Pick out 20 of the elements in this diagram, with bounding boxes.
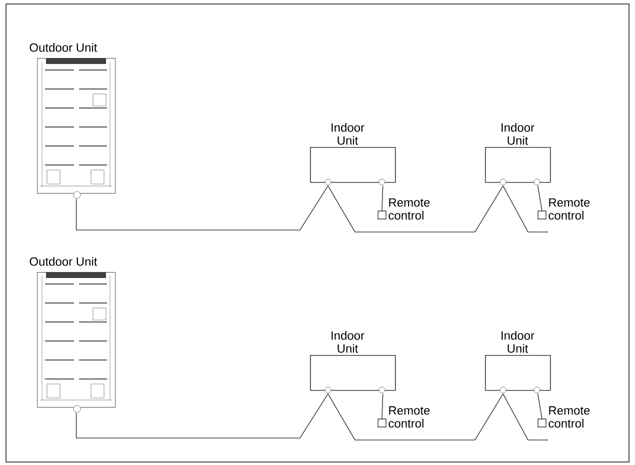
node-label: Outdoor Unit [30,42,98,52]
remote-control-label: Remote control [388,406,430,428]
remote-control-label: Remote control [548,406,590,428]
wire [382,185,384,212]
unit-heading: Indoor Unit [502,123,534,145]
wire [502,393,548,440]
node-label: Outdoor Unit [30,256,98,266]
wire [502,185,548,232]
unit-heading: Indoor Unit [502,330,534,353]
wire [382,393,384,420]
remote-control-label: Remote control [548,198,590,220]
unit-heading: Indoor Unit [332,123,364,145]
remote-control-label: Remote control [388,198,430,220]
wire [537,185,542,212]
wire [76,185,328,230]
wire [76,393,328,438]
wire [328,393,504,440]
wire [328,185,504,232]
unit-heading: Indoor Unit [332,330,364,353]
wire [537,393,542,420]
